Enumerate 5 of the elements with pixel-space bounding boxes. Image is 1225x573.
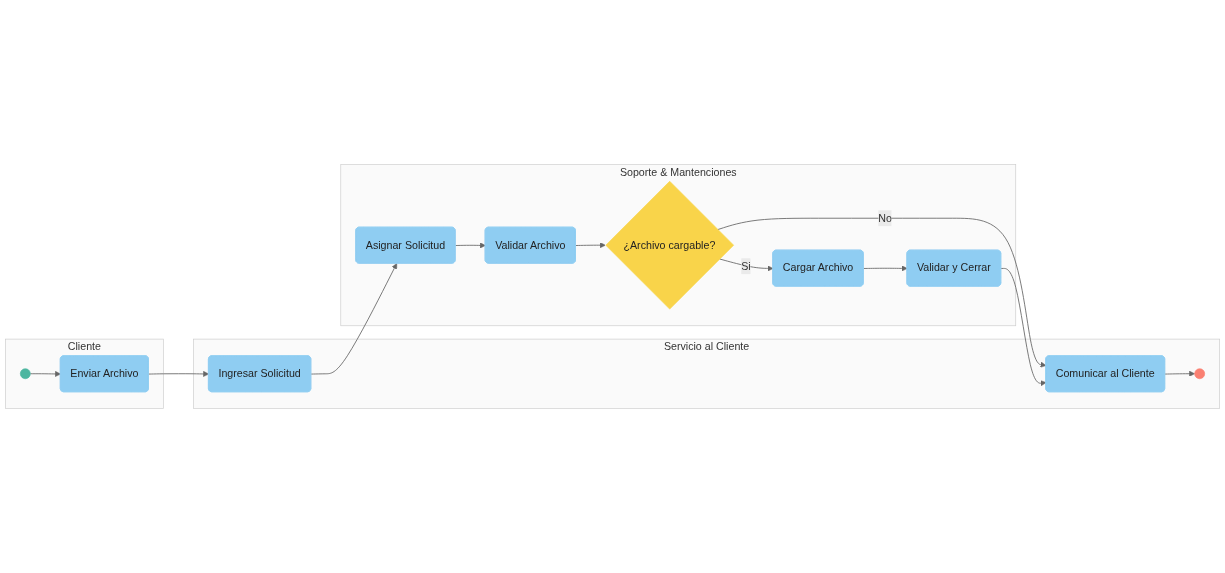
node-diamond: ¿Archivo cargable? — [605, 180, 734, 310]
edge-label: Si — [741, 260, 751, 272]
node-circle — [1194, 368, 1205, 380]
node-circle — [20, 368, 31, 380]
edge-label: No — [878, 212, 892, 224]
